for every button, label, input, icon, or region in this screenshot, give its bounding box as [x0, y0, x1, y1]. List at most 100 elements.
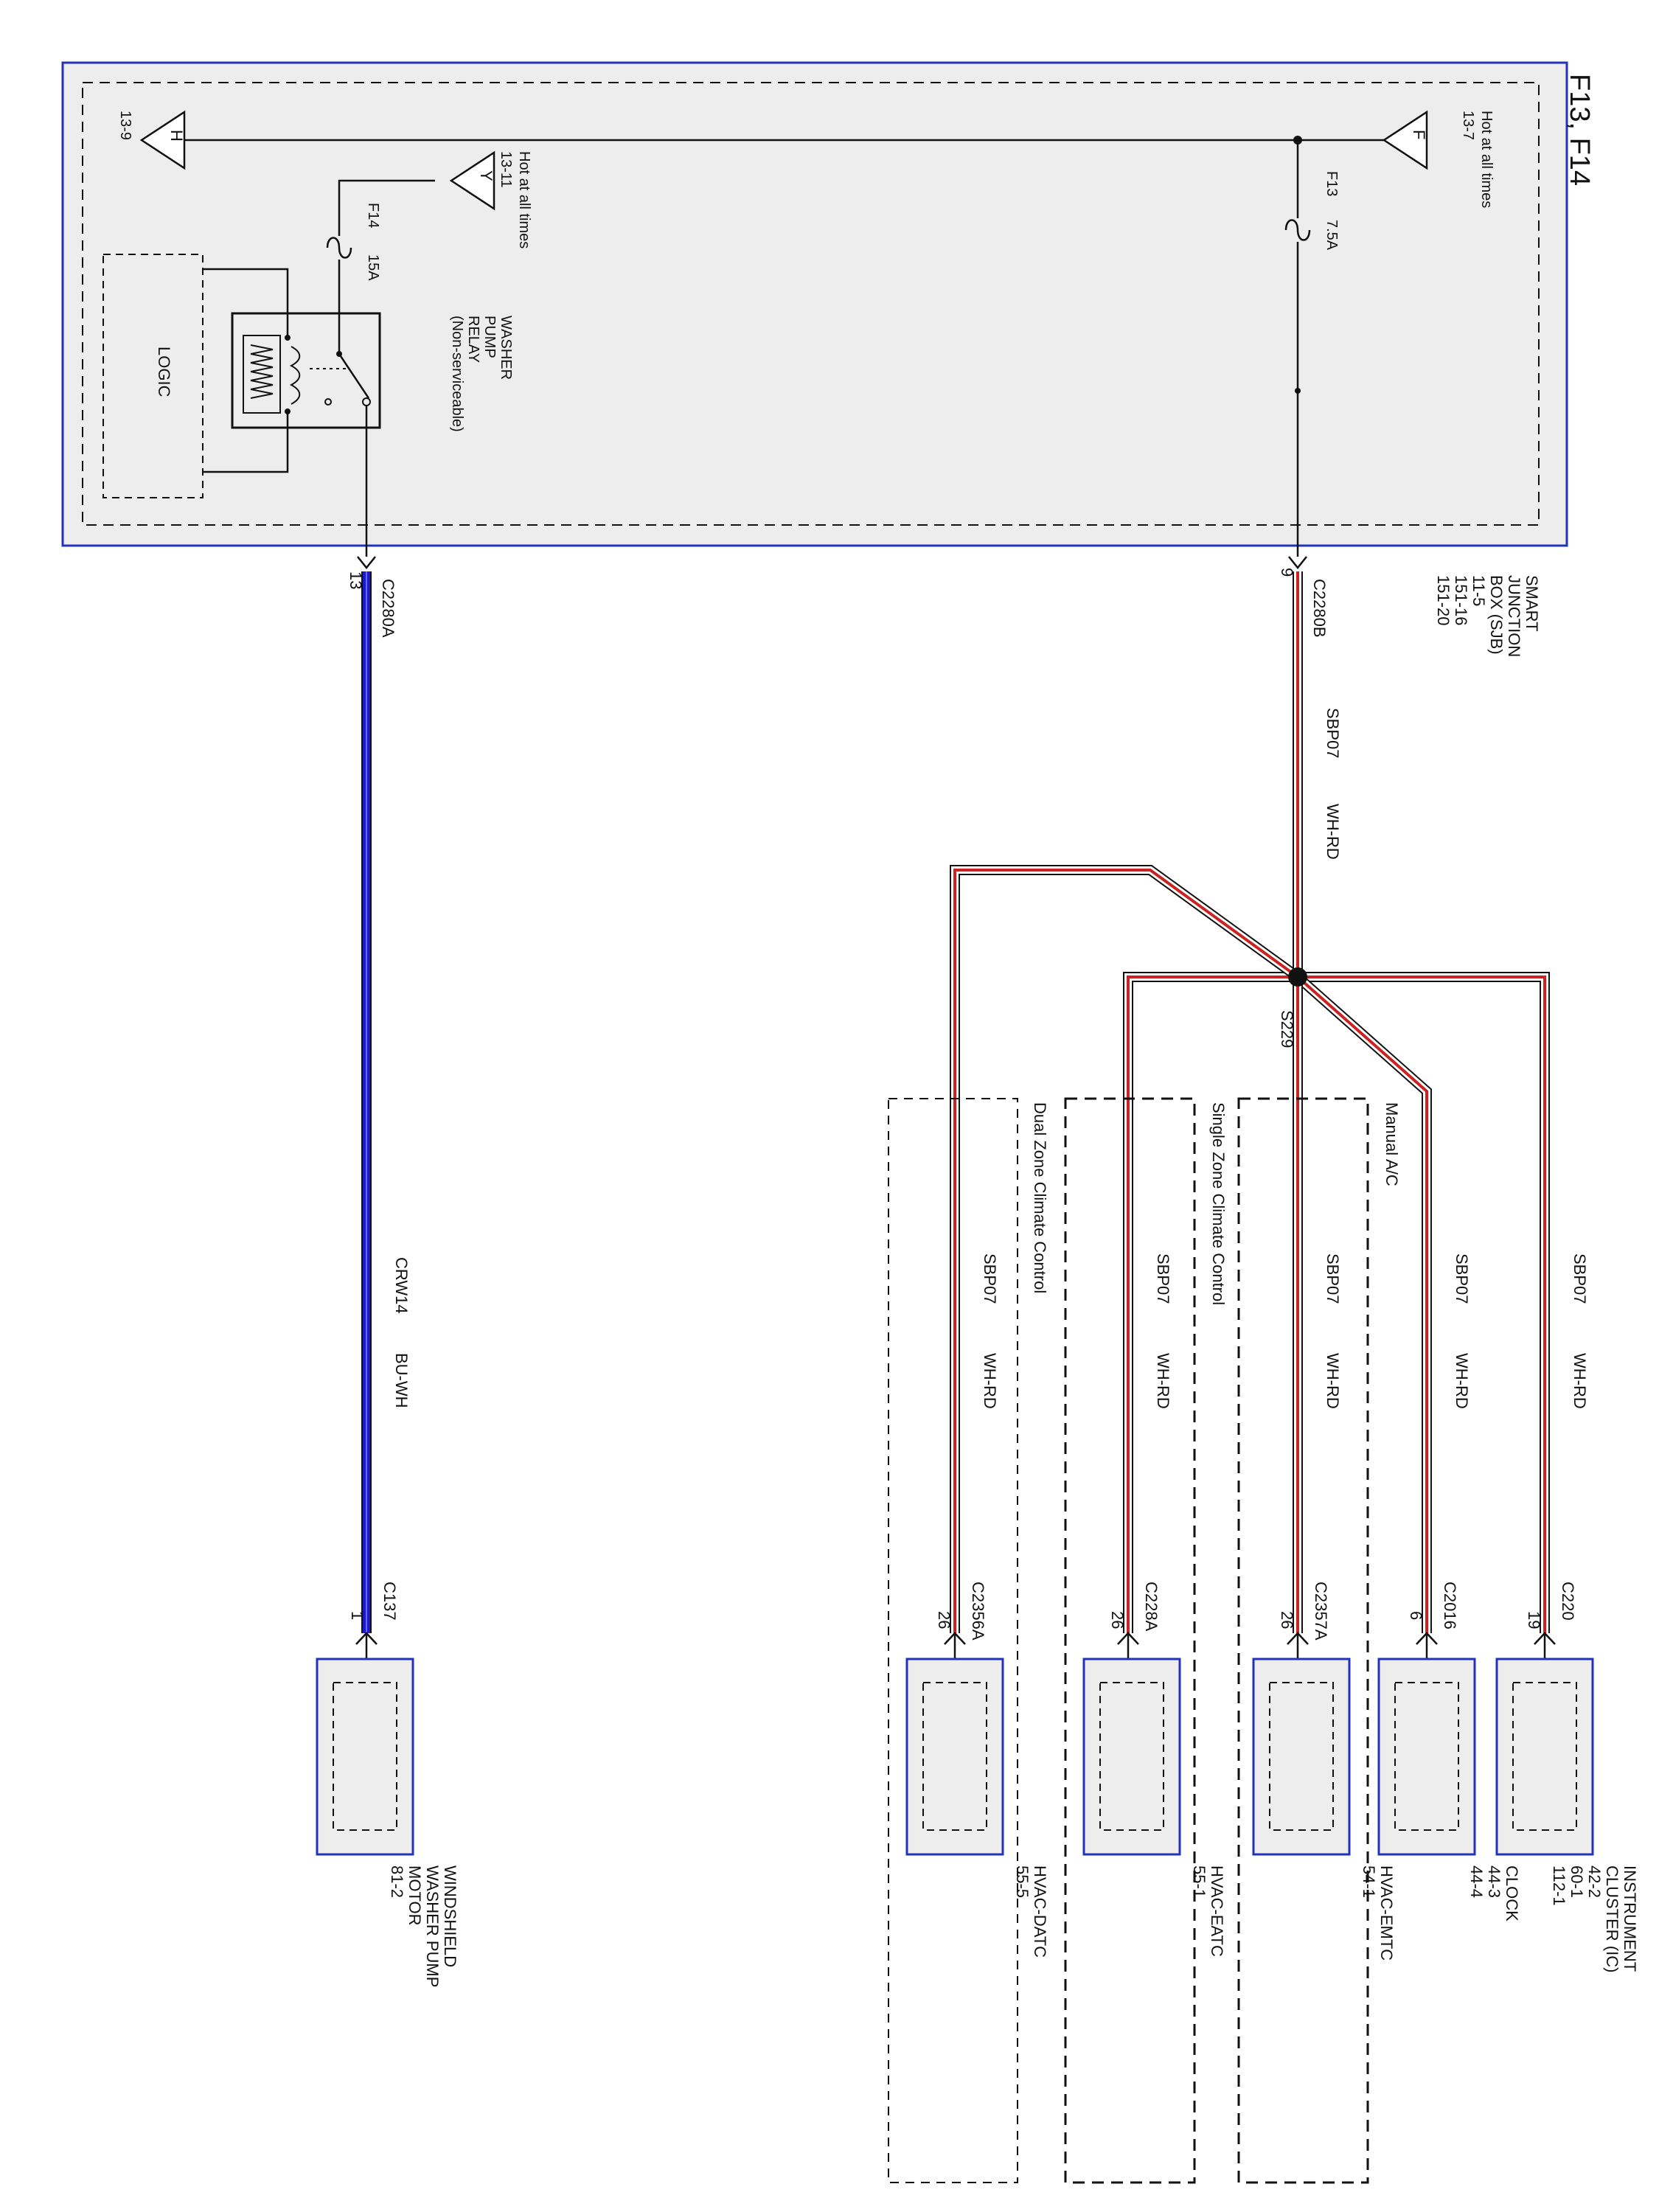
branch-circuit-3: SBP07 [1154, 1253, 1172, 1304]
option-box-single-zone [1064, 1097, 1196, 2184]
branch-wire-1-tracer [1296, 975, 1428, 1633]
component-label-1: CLOCK [1503, 1865, 1521, 1921]
branch-wire-4-tracer [953, 869, 1299, 1633]
component-label-0: 42-2 [1585, 1865, 1604, 1898]
f13-node [1295, 388, 1301, 394]
power-f-ref: 13-7 [1460, 111, 1476, 140]
option-dual-zone-label: Dual Zone Climate Control [1031, 1102, 1049, 1293]
power-f-triangle-icon [1382, 110, 1428, 170]
washer-wire-circuit: CRW14 [392, 1257, 411, 1314]
component-label-3: HVAC-EATC [1208, 1865, 1226, 1957]
component-label-4: HVAC-DATC [1031, 1865, 1049, 1958]
logic-label: LOGIC [155, 347, 173, 397]
option-box-dual-zone [888, 1098, 1018, 2183]
power-y-ref: 13-11 [498, 151, 514, 188]
branch-color-3: WH-RD [1154, 1353, 1172, 1409]
main-wire-color: WH-RD [1324, 804, 1342, 860]
c2280b-pin: 9 [1278, 568, 1296, 577]
branch-pin-4: 26 [935, 1611, 953, 1629]
relay-label: WASHER [498, 316, 514, 380]
washer-motor-label: MOTOR [406, 1865, 424, 1925]
component-box-4 [905, 1658, 1004, 1856]
fuse-f13-symbol [1284, 219, 1311, 241]
sjb-refs: 11-5 [1470, 575, 1488, 606]
branch-circuit-2: SBP07 [1324, 1253, 1342, 1304]
branch-color-0: WH-RD [1571, 1353, 1589, 1409]
fuse-f13-name: F13 [1324, 171, 1340, 196]
relay-switch-pivot [336, 351, 342, 357]
fuse-f14-symbol [326, 237, 352, 259]
component-label-3: 55-1 [1190, 1865, 1208, 1898]
component-box-3 [1082, 1658, 1181, 1856]
branch-circuit-1: SBP07 [1453, 1253, 1471, 1304]
washer-motor-box [316, 1658, 414, 1856]
logic-dashed-box [102, 254, 204, 498]
sjb-refs: 151-20 [1434, 575, 1453, 626]
relay-coil-frame [243, 335, 281, 414]
component-label-0: CLUSTER (IC) [1603, 1865, 1621, 1972]
branch-wire-3-tracer [1127, 975, 1298, 1633]
relay-label: PUMP [481, 316, 498, 358]
branch-color-4: WH-RD [981, 1353, 999, 1409]
relay-coil-icon [289, 346, 301, 405]
component-inner-2 [1269, 1682, 1334, 1831]
c2280a-name: C2280A [379, 579, 397, 638]
component-box-0 [1495, 1658, 1594, 1856]
component-label-0: INSTRUMENT [1621, 1865, 1639, 1972]
branch-wire-0-insulation [1298, 973, 1548, 1633]
component-label-0: 112-1 [1550, 1865, 1568, 1906]
sjb-name: SMART [1523, 575, 1541, 632]
component-inner-3 [1099, 1682, 1164, 1831]
sjb-name: JUNCTION [1505, 575, 1523, 657]
power-f-label: Hot at all times [1478, 111, 1495, 208]
power-y-triangle-icon [449, 150, 495, 211]
f14-feed-wire [338, 179, 435, 236]
splice-label: S229 [1278, 1010, 1296, 1048]
c2280b-terminal-icon [1288, 556, 1307, 570]
branch-connector-4: C2356A [969, 1582, 987, 1641]
c2280a-terminal-icon [357, 556, 376, 570]
relay-label: RELAY [465, 316, 481, 363]
sjb-box [61, 61, 1568, 547]
washer-motor-inner [333, 1682, 397, 1831]
branch-color-1: WH-RD [1453, 1353, 1471, 1409]
power-h-letter: H [167, 130, 186, 142]
branch-circuit-0: SBP07 [1571, 1253, 1589, 1304]
relay-resistor-icon [250, 344, 274, 399]
fuse-f14-rating: 15A [365, 254, 381, 281]
branch-pin-0: 19 [1525, 1611, 1543, 1629]
branch-connector-2: C2357A [1312, 1582, 1330, 1641]
washer-wire-color: BU-WH [392, 1353, 411, 1408]
c137-name: C137 [380, 1582, 399, 1621]
branch-color-2: WH-RD [1324, 1353, 1342, 1409]
component-box-2 [1252, 1658, 1351, 1856]
branch-connector-0: C220 [1559, 1582, 1577, 1621]
component-label-1: 44-3 [1485, 1865, 1503, 1898]
c2280b-name: C2280B [1310, 579, 1329, 638]
option-single-zone-label: Single Zone Climate Control [1209, 1102, 1228, 1305]
power-h-ref: 13-9 [117, 111, 133, 140]
branch-wire-0-outline [1298, 972, 1550, 1633]
relay-switch-arm [338, 353, 370, 399]
splice-s229-dot [1288, 967, 1307, 987]
branch-wire-0-tracer [1298, 975, 1546, 1633]
branch-pin-2: 26 [1278, 1611, 1296, 1629]
branch-pin-1: 6 [1407, 1611, 1425, 1620]
component-box-1 [1377, 1658, 1476, 1856]
component-inner-0 [1512, 1682, 1577, 1831]
washer-motor-label: 81-2 [388, 1865, 406, 1898]
diagram-title: F13, F14 [1564, 74, 1595, 186]
logic-wire-b [203, 411, 289, 473]
branch-connector-3: C228A [1142, 1582, 1161, 1632]
main-wire-circuit: SBP07 [1324, 708, 1342, 759]
component-inner-1 [1394, 1682, 1459, 1831]
branch-circuit-4: SBP07 [981, 1253, 999, 1304]
option-box-manual-ac [1237, 1097, 1369, 2184]
power-y-label: Hot at all times [516, 151, 532, 248]
relay-label: (Non-serviceable) [449, 316, 465, 432]
power-f-letter: F [1410, 130, 1428, 139]
sjb-name: BOX (SJB) [1487, 575, 1506, 655]
logic-wire-a [203, 268, 289, 338]
